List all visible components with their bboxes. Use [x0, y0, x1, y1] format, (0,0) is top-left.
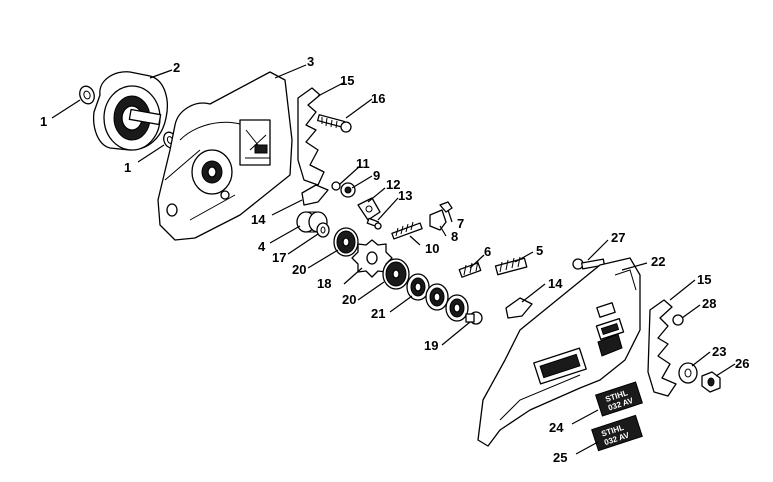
bracket-part-8 [429, 209, 447, 231]
callout-4: 4 [258, 239, 266, 254]
callout-9: 9 [373, 168, 380, 183]
callout-6: 6 [484, 244, 491, 259]
callout-12: 12 [386, 177, 400, 192]
chain-catcher-part-15-right [647, 299, 677, 397]
callout-8: 8 [451, 229, 458, 244]
callout-7: 7 [457, 216, 464, 231]
callout-27: 27 [611, 230, 625, 245]
washer-part-20-upper [333, 227, 359, 257]
callout-15b: 15 [697, 272, 711, 287]
callout-23: 23 [712, 344, 726, 359]
callout-5: 5 [536, 243, 543, 258]
screw-part-13 [366, 217, 382, 230]
callout-16: 16 [371, 91, 385, 106]
decal-part-24: STIHL 032 AV [594, 381, 644, 417]
sprocket-cover-part-3 [157, 71, 293, 241]
screw-part-19 [465, 311, 483, 325]
callout-15a: 15 [340, 73, 354, 88]
callout-11: 11 [356, 156, 370, 171]
callout-22: 22 [651, 254, 665, 269]
screw-part-27 [572, 258, 606, 270]
callout-24: 24 [549, 420, 564, 435]
callout-14b: 14 [548, 276, 563, 291]
washer-part-4 [316, 222, 330, 238]
callout-19: 19 [424, 338, 438, 353]
screw-part-16 [317, 114, 352, 133]
washer-part-4-hole [320, 226, 326, 234]
washer-part-1-left [79, 85, 95, 105]
stud-part-6 [458, 260, 482, 278]
clutch-drum-part-2 [92, 71, 168, 151]
callout-20a: 20 [292, 262, 306, 277]
sprocket-part-18 [351, 239, 393, 278]
callout-14a: 14 [251, 212, 266, 227]
callout-3: 3 [307, 54, 314, 69]
slide-part-14-left [301, 184, 329, 206]
callout-26: 26 [735, 356, 749, 371]
decal-part-25: STIHL 032 AV [591, 414, 643, 452]
callout-13: 13 [398, 188, 412, 203]
washer-part-1-left-hole [83, 90, 91, 100]
callout-2: 2 [173, 60, 180, 75]
plate-part-12 [357, 197, 381, 221]
nut-part-26 [701, 371, 721, 393]
clip-part-7 [439, 201, 453, 213]
washer-part-11 [331, 181, 341, 191]
leader-lines [51, 64, 736, 455]
slide-part-14-right [505, 297, 533, 319]
callout-labels: 1 1 2 3 4 5 6 7 8 9 10 11 12 13 14 14 15… [40, 54, 749, 465]
gear-part-9 [340, 182, 356, 198]
chain-sprocket-cover-part-22 [477, 257, 641, 447]
chain-catcher-part-15-left [297, 87, 325, 186]
nut-part-28 [672, 314, 684, 326]
adjusting-screw-part-10 [391, 221, 423, 240]
callout-10: 10 [425, 241, 439, 256]
callout-25: 25 [553, 450, 567, 465]
callout-18: 18 [317, 276, 331, 291]
washer-part-23 [678, 362, 698, 384]
callout-1b: 1 [124, 160, 131, 175]
plate-part-12-hole [365, 205, 373, 213]
stud-part-5 [494, 256, 528, 276]
washer-part-20-lower [382, 258, 410, 290]
callout-28: 28 [702, 296, 716, 311]
callout-17: 17 [272, 250, 286, 265]
washers-part-21 [406, 273, 469, 322]
callout-21: 21 [371, 306, 385, 321]
callout-20b: 20 [342, 292, 356, 307]
callout-1a: 1 [40, 114, 47, 129]
